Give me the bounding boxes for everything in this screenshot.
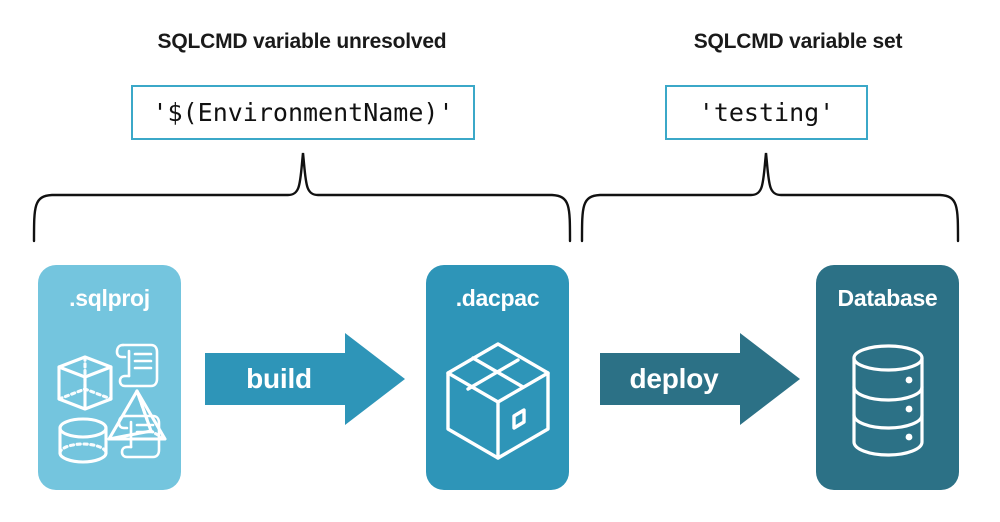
- artifact-box-database[interactable]: Database: [816, 265, 959, 490]
- arrow-build: build: [205, 333, 405, 425]
- artifact-label-database: Database: [837, 285, 938, 311]
- code-value-box-right: 'testing': [665, 85, 868, 140]
- artifact-label-dacpac: .dacpac: [455, 285, 540, 311]
- wireframe-shapes-icon: [38, 312, 181, 490]
- database-cylinder-icon: [816, 312, 959, 490]
- artifact-label-sqlproj: .sqlproj: [69, 285, 150, 311]
- artifact-box-sqlproj[interactable]: .sqlproj: [38, 265, 181, 490]
- section-title-left: SQLCMD variable unresolved: [157, 30, 447, 53]
- package-box-icon: [426, 312, 569, 490]
- brace-right: [580, 152, 960, 243]
- artifact-box-dacpac[interactable]: .dacpac: [426, 265, 569, 490]
- arrow-deploy: deploy: [600, 333, 800, 425]
- brace-left: [32, 152, 572, 243]
- arrow-label-deploy: deploy: [629, 363, 719, 394]
- section-title-right: SQLCMD variable set: [693, 30, 903, 53]
- code-value-box-left: '$(EnvironmentName)': [131, 85, 475, 140]
- arrow-label-build: build: [246, 363, 312, 394]
